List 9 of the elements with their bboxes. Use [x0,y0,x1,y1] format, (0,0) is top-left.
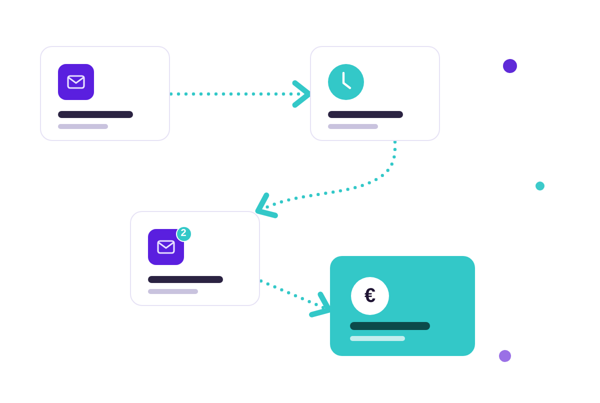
dotted-arrow [169,80,312,108]
dotted-arrow [255,140,397,218]
currency-symbol: € [351,277,389,315]
card [330,256,475,356]
card [310,46,440,141]
card [40,46,170,141]
count-badge: 2 [176,226,192,242]
card [130,211,260,306]
dotted-arrow [259,279,332,318]
